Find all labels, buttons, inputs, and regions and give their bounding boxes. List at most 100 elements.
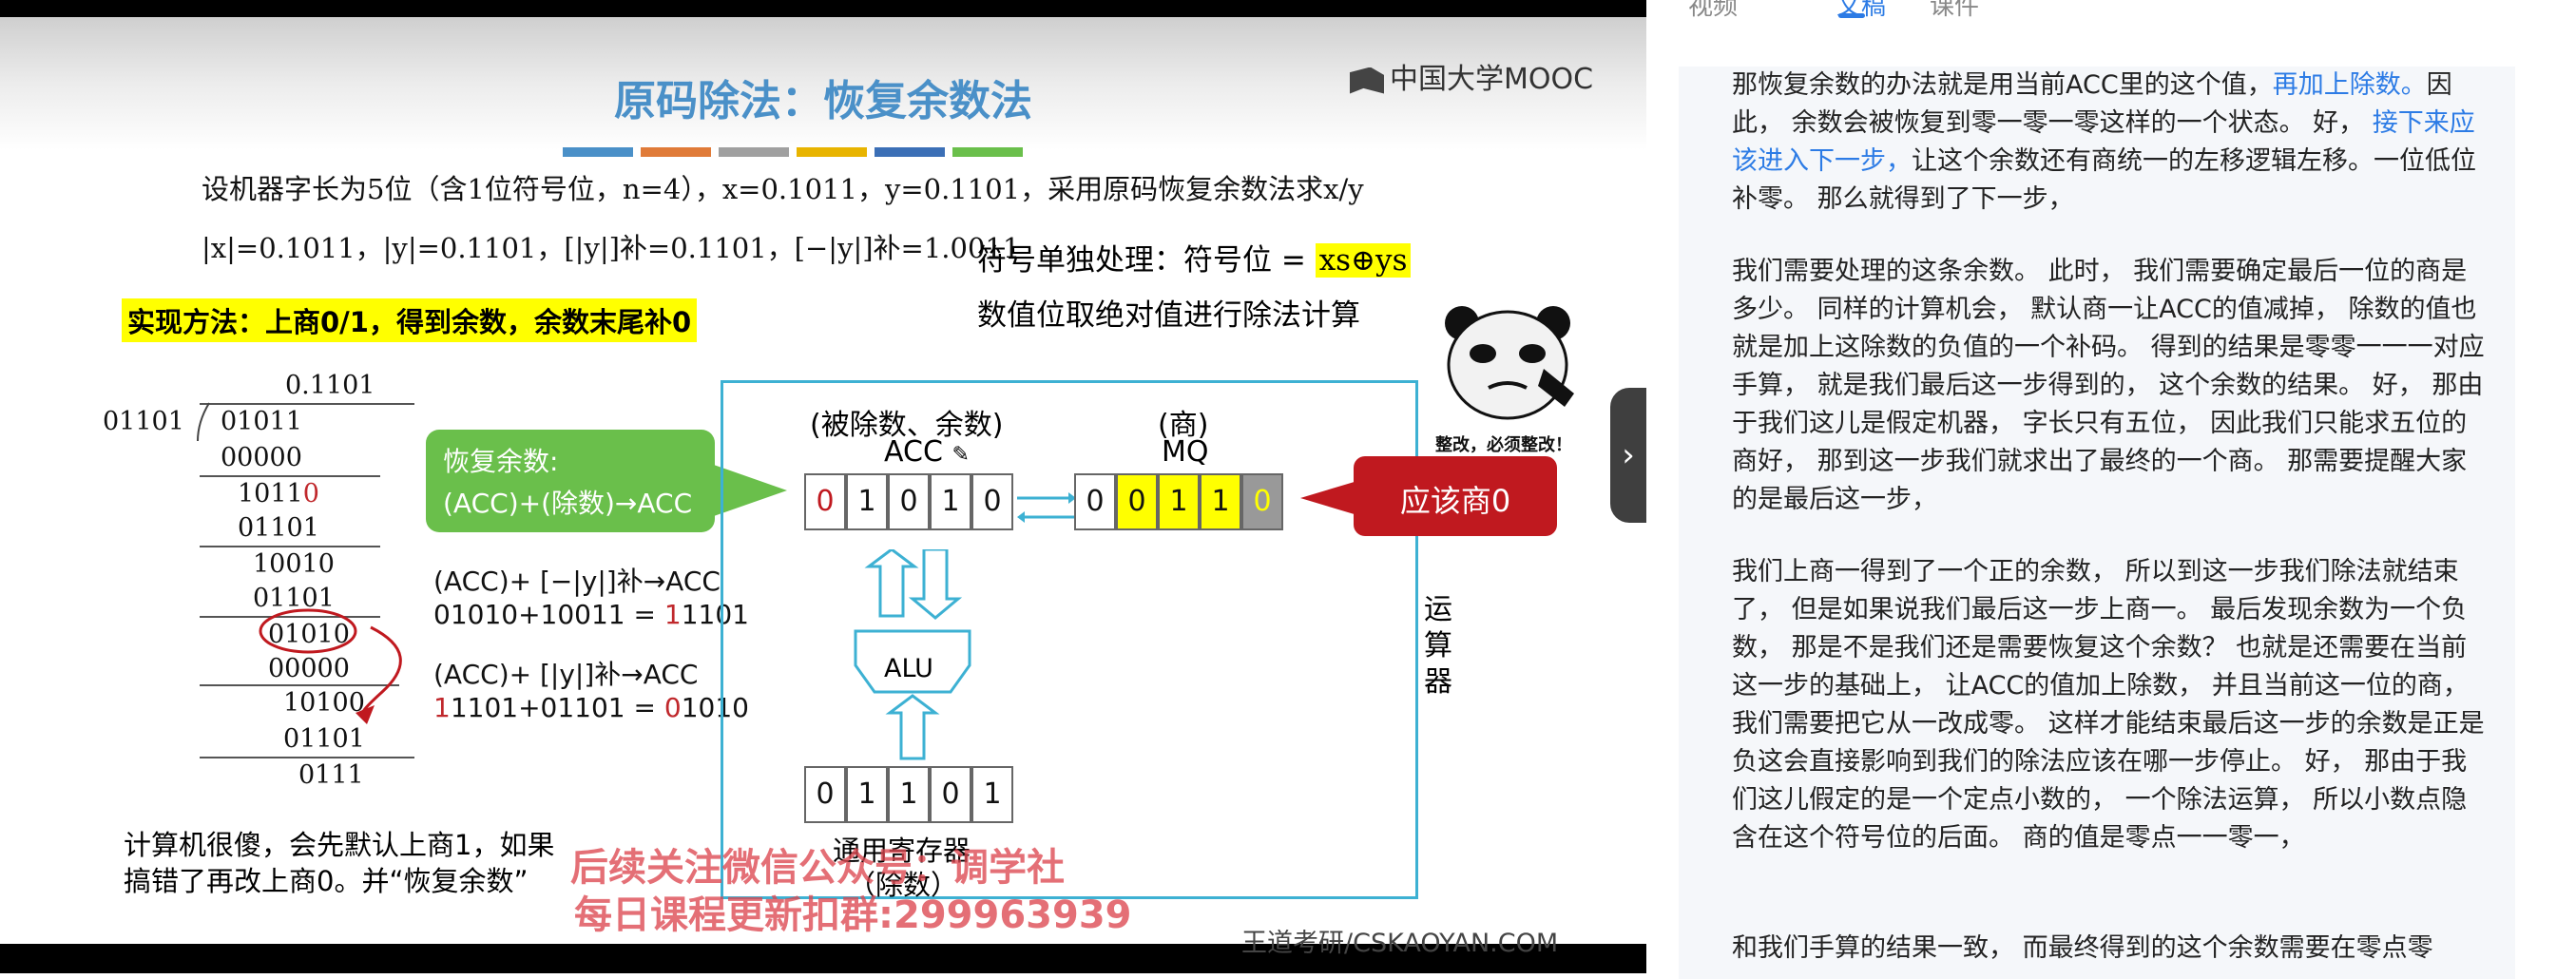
division-rule <box>200 616 380 618</box>
calc2-result: 11101+01101 = 01010 <box>433 692 749 723</box>
register-sublabel: （除数） <box>848 869 959 901</box>
panda-meme-image <box>1445 306 1574 420</box>
unit-label-char: 运 <box>1424 593 1452 626</box>
method-highlight: 实现方法：上商0/1，得到余数，余数末尾补0 <box>122 298 698 342</box>
acc-bit: 0 <box>888 473 930 530</box>
color-swatch <box>719 147 789 157</box>
acc-bit: 0 <box>971 473 1013 530</box>
mq-caption: (商) <box>1158 409 1209 442</box>
lecture-slide: 原码除法：恢复余数法 中国大学MOOC 设机器字长为5位（含1位符号位，n=4）… <box>0 17 1646 958</box>
calc1-rest: 1101 <box>681 599 749 630</box>
division-row-main: 1011 <box>238 479 303 509</box>
reg-bit: 1 <box>971 766 1013 823</box>
calc2-rest: 1010 <box>681 692 749 723</box>
division-row: 00000 <box>221 443 302 472</box>
quotient-note-tail <box>1300 481 1357 515</box>
division-row: 0111 <box>298 760 364 790</box>
reg-bit: 0 <box>930 766 971 823</box>
acc-label-text: ACC <box>884 435 943 469</box>
calc2-red-result: 0 <box>663 692 682 723</box>
division-row: 10010 <box>253 549 335 579</box>
mq-bit: 1 <box>1158 473 1200 530</box>
slide-note-line2: 搞错了再改上商0。并“恢复余数” <box>124 865 529 897</box>
color-bar <box>563 143 1030 157</box>
calc2-rule: (ACC)+ [|y|]补→ACC <box>433 659 699 690</box>
sign-rule-label: 符号单独处理：符号位 = <box>977 243 1316 278</box>
transcript-highlight: 再加上除数。 <box>2272 70 2427 100</box>
acc-label: ACC ✎ <box>884 435 970 469</box>
transcript-paragraph: 我们上商一得到了一个正的余数， 所以到这一步我们除法就结束了， 但是如果说我们最… <box>1732 553 2492 857</box>
alu-label: ALU <box>884 654 933 683</box>
calc1-red-digit: 1 <box>663 599 682 630</box>
transcript-paragraph: 我们需要处理的这条余数。 此时， 我们需要确定最后一位的商是多少。 同样的计算机… <box>1732 253 2492 519</box>
division-rule <box>200 684 399 686</box>
transcript-text: 和我们手算的结果一致， 而最终得到的这个余数需要在零点零 <box>1732 933 2433 963</box>
restore-callout-title: 恢复余数: <box>443 446 559 477</box>
mq-bit: 1 <box>1200 473 1241 530</box>
value-rule: 数值位取绝对值进行除法计算 <box>977 298 1360 333</box>
mq-bit-current: 0 <box>1241 473 1283 530</box>
division-bracket <box>197 402 210 442</box>
mq-bit: 0 <box>1074 473 1116 530</box>
sign-rule: 符号单独处理：符号位 = xs⊕ys <box>977 236 1412 278</box>
unit-label-char: 算 <box>1424 629 1452 662</box>
quotient-note: 应该商0 <box>1354 456 1557 536</box>
division-row-appended: 0 <box>302 479 319 509</box>
video-player[interactable]: 原码除法：恢复余数法 中国大学MOOC 设机器字长为5位（含1位符号位，n=4）… <box>0 0 1646 973</box>
reg-bit: 1 <box>846 766 888 823</box>
division-rule <box>200 546 380 547</box>
division-row: 01101 <box>283 724 365 754</box>
calc1-rule: (ACC)+ [−|y|]补→ACC <box>433 566 721 597</box>
transcript-content[interactable]: 那恢复余数的办法就是用当前ACC里的这个值，再加上除数。因此， 余数会被恢复到零… <box>1679 67 2515 979</box>
slide-note-line1: 计算机很傻，会先默认上商1，如果 <box>124 829 555 861</box>
reg-bit: 0 <box>804 766 846 823</box>
mooc-logo-text: 中国大学MOOC <box>1390 63 1594 96</box>
restore-callout: 恢复余数: (ACC)+(除数)→ACC <box>426 430 715 532</box>
color-swatch <box>563 147 633 157</box>
division-row: 10100 <box>283 688 365 718</box>
color-swatch <box>641 147 711 157</box>
abs-values: |x|=0.1011，|y|=0.1101，[|y|]补=0.1101，[−|y… <box>202 232 1021 264</box>
restore-callout-tail <box>711 464 787 517</box>
tab-courseware[interactable]: 课件 <box>1930 0 1980 21</box>
transcript-text: 让这个余数还有商统一的左移逻辑左移。一位低位补零。 那么就得到了下一步， <box>1732 146 2476 214</box>
division-rule <box>200 475 380 477</box>
slide-title: 原码除法：恢复余数法 <box>614 77 1032 125</box>
division-row: 01011 <box>221 407 302 436</box>
division-row: 01101 <box>238 513 319 543</box>
watermark-line1: 后续关注微信公众号：调学社 <box>570 846 1065 890</box>
tab-transcript[interactable]: 文稿 <box>1836 0 1887 21</box>
unit-label-char: 器 <box>1424 665 1452 699</box>
acc-bit: 1 <box>930 473 971 530</box>
acc-bit: 0 <box>804 473 846 530</box>
register-label: 通用寄存器 <box>833 835 971 867</box>
calc1-result: 01010+10011 = 11101 <box>433 599 749 630</box>
tab-video[interactable]: 视频 <box>1688 0 1739 21</box>
division-row: 01010 <box>268 620 350 649</box>
calc1-expr: 01010+10011 = <box>433 599 664 630</box>
problem-statement: 设机器字长为5位（含1位符号位，n=4），x=0.1011，y=0.1101，采… <box>202 173 1364 205</box>
division-bar <box>200 403 414 405</box>
transcript-paragraph: 和我们手算的结果一致， 而最终得到的这个余数需要在零点零 <box>1732 930 2492 968</box>
mooc-logo: 中国大学MOOC <box>1350 55 1593 97</box>
pencil-icon: ✎ <box>952 443 970 467</box>
meme-caption: 整改，必须整改！ <box>1435 435 1572 455</box>
chevron-right-icon: › <box>1622 436 1635 474</box>
side-panel: 视频 文稿 课件 那恢复余数的办法就是用当前ACC里的这个值，再加上除数。因此，… <box>1646 0 2576 979</box>
slide-credit: 王道考研/CSKAOYAN.COM <box>1241 929 1559 958</box>
reg-bit: 1 <box>888 766 930 823</box>
transcript-highlight: 接下来应该进入下一步， <box>1732 108 2475 176</box>
mooc-logo-icon <box>1350 67 1384 94</box>
calc2-red-digit: 1 <box>433 692 451 723</box>
acc-caption: (被除数、余数) <box>810 409 1004 442</box>
datapath-arrows <box>854 549 971 760</box>
collapse-panel-button[interactable]: › <box>1610 388 1646 523</box>
watermark-line2: 每日课程更新扣群:299963939 <box>574 893 1132 937</box>
restore-callout-formula: (ACC)+(除数)→ACC <box>443 488 693 519</box>
division-row: 10110 <box>238 479 319 509</box>
calc2-expr: 1101+01101 = <box>450 692 664 723</box>
sign-formula: xs⊕ys <box>1315 243 1412 278</box>
arithmetic-unit-box <box>721 380 1418 899</box>
acc-mq-shift-arrows <box>1017 492 1076 523</box>
mq-bit: 0 <box>1116 473 1158 530</box>
